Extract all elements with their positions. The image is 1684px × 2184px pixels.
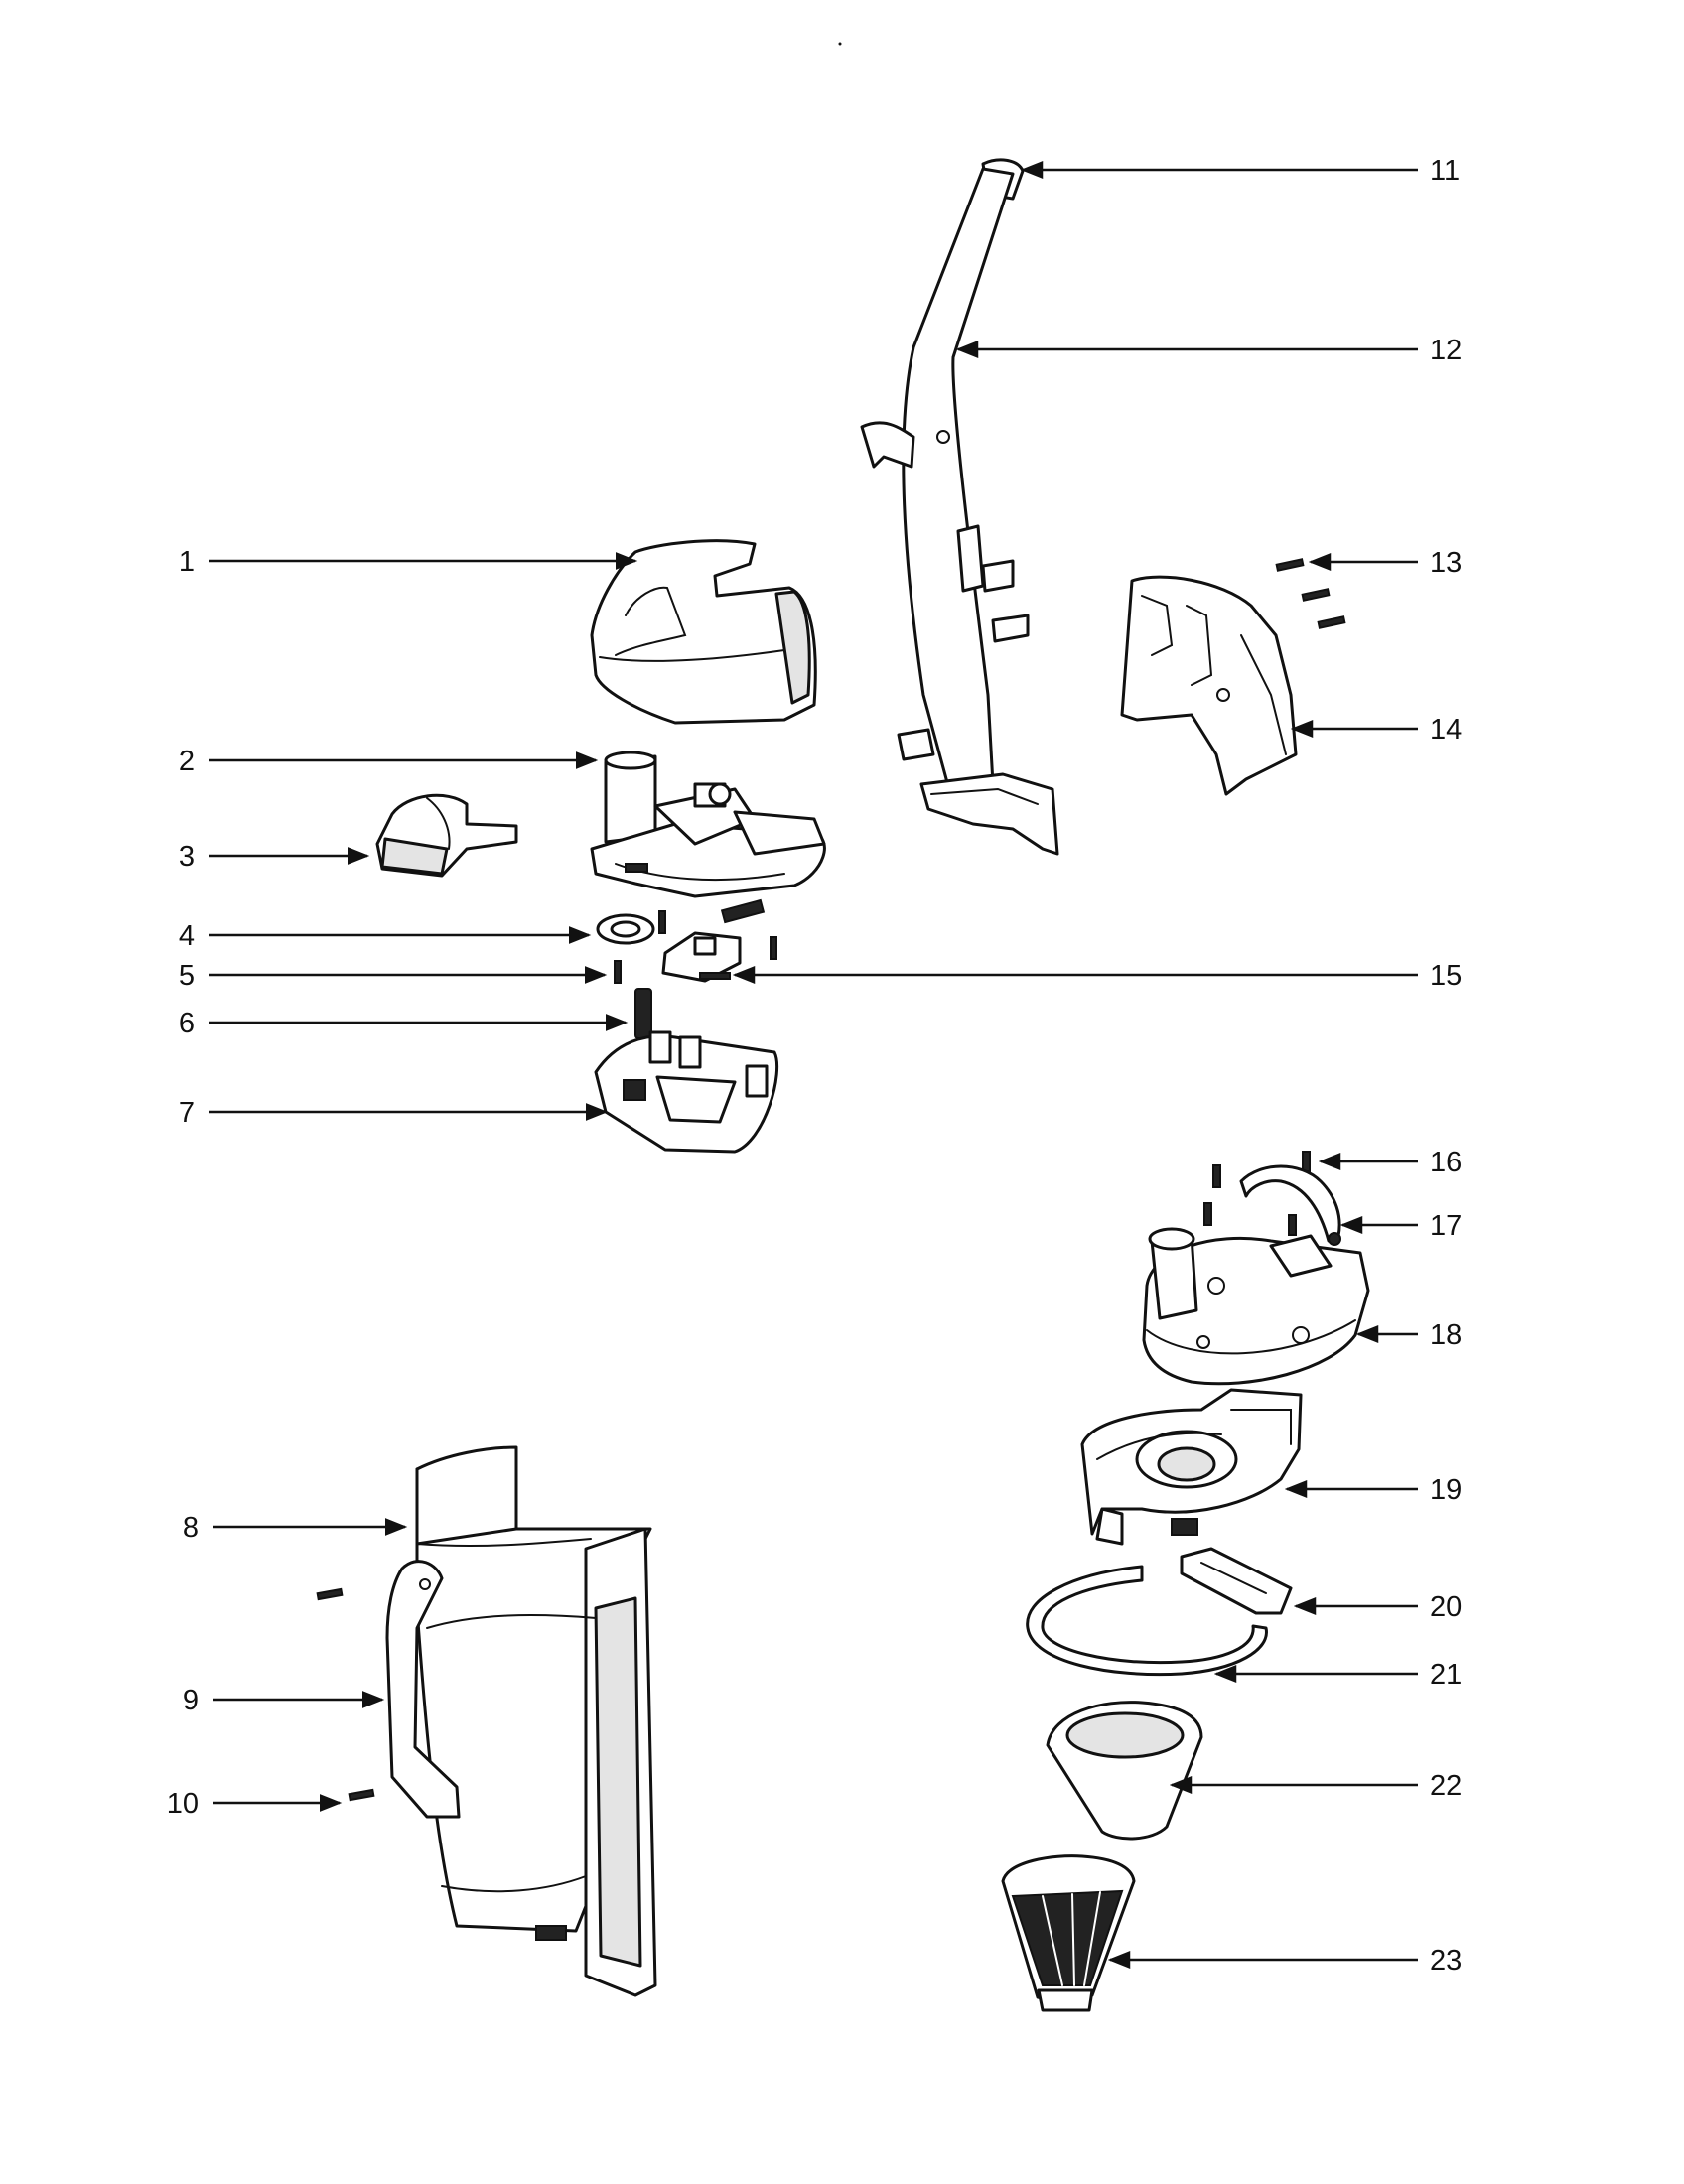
callout-20: 20 [1430, 1591, 1462, 1623]
part-12-handle-tube [860, 167, 1059, 856]
callout-2: 2 [179, 746, 195, 777]
callout-numbers: 1 2 3 4 5 6 7 8 9 10 11 12 13 14 15 16 1… [167, 155, 1463, 1977]
part-19-filter-housing [1080, 1388, 1303, 1546]
callout-18: 18 [1430, 1319, 1462, 1351]
part-4-seal-ring [596, 913, 655, 945]
callout-11: 11 [1430, 155, 1460, 187]
part-8-dust-cup-housing [415, 1445, 657, 1997]
part-18-filter-lid [1142, 1227, 1370, 1386]
part-6-spring [634, 988, 652, 1039]
callout-9: 9 [183, 1685, 199, 1716]
callout-12: 12 [1430, 335, 1462, 366]
part-13-screws [1275, 558, 1346, 629]
callout-16: 16 [1430, 1147, 1462, 1178]
part-17-bail-handle [1239, 1164, 1341, 1246]
part-14-rear-cover [1120, 575, 1298, 796]
callout-21: 21 [1430, 1659, 1462, 1691]
callout-19: 19 [1430, 1474, 1462, 1506]
part-7-base-plate [594, 1030, 779, 1154]
callout-17: 17 [1430, 1210, 1462, 1242]
leader-lines [209, 161, 1418, 1969]
callout-22: 22 [1430, 1770, 1462, 1802]
part-22-cone-filter [1046, 1701, 1203, 1841]
part-10-screws [316, 1587, 375, 1802]
callout-13: 13 [1430, 547, 1462, 579]
part-9-carry-handle [385, 1560, 461, 1819]
part-20-gasket [1180, 1547, 1293, 1615]
part-16-screws [1203, 1151, 1311, 1236]
callout-3: 3 [179, 841, 195, 873]
part-23-filter-screen [1001, 1854, 1136, 2012]
part-3-release-pedal [375, 793, 518, 878]
part-2-chassis-assembly [590, 751, 826, 898]
part-21-retaining-ring [1026, 1565, 1268, 1677]
callout-1: 1 [179, 546, 195, 578]
callout-4: 4 [179, 920, 195, 952]
callout-14: 14 [1430, 714, 1462, 746]
part-5-screw [614, 960, 622, 984]
callout-23: 23 [1430, 1945, 1462, 1977]
callout-15: 15 [1430, 960, 1462, 992]
part-15-latch-block [661, 931, 742, 983]
screw-set-center [658, 898, 777, 960]
callout-8: 8 [183, 1512, 199, 1544]
callout-6: 6 [179, 1008, 195, 1039]
callout-5: 5 [179, 960, 195, 992]
callout-7: 7 [179, 1097, 195, 1129]
scan-speck [838, 42, 842, 46]
callout-10: 10 [167, 1788, 199, 1820]
part-1-hood-cover [590, 539, 817, 725]
